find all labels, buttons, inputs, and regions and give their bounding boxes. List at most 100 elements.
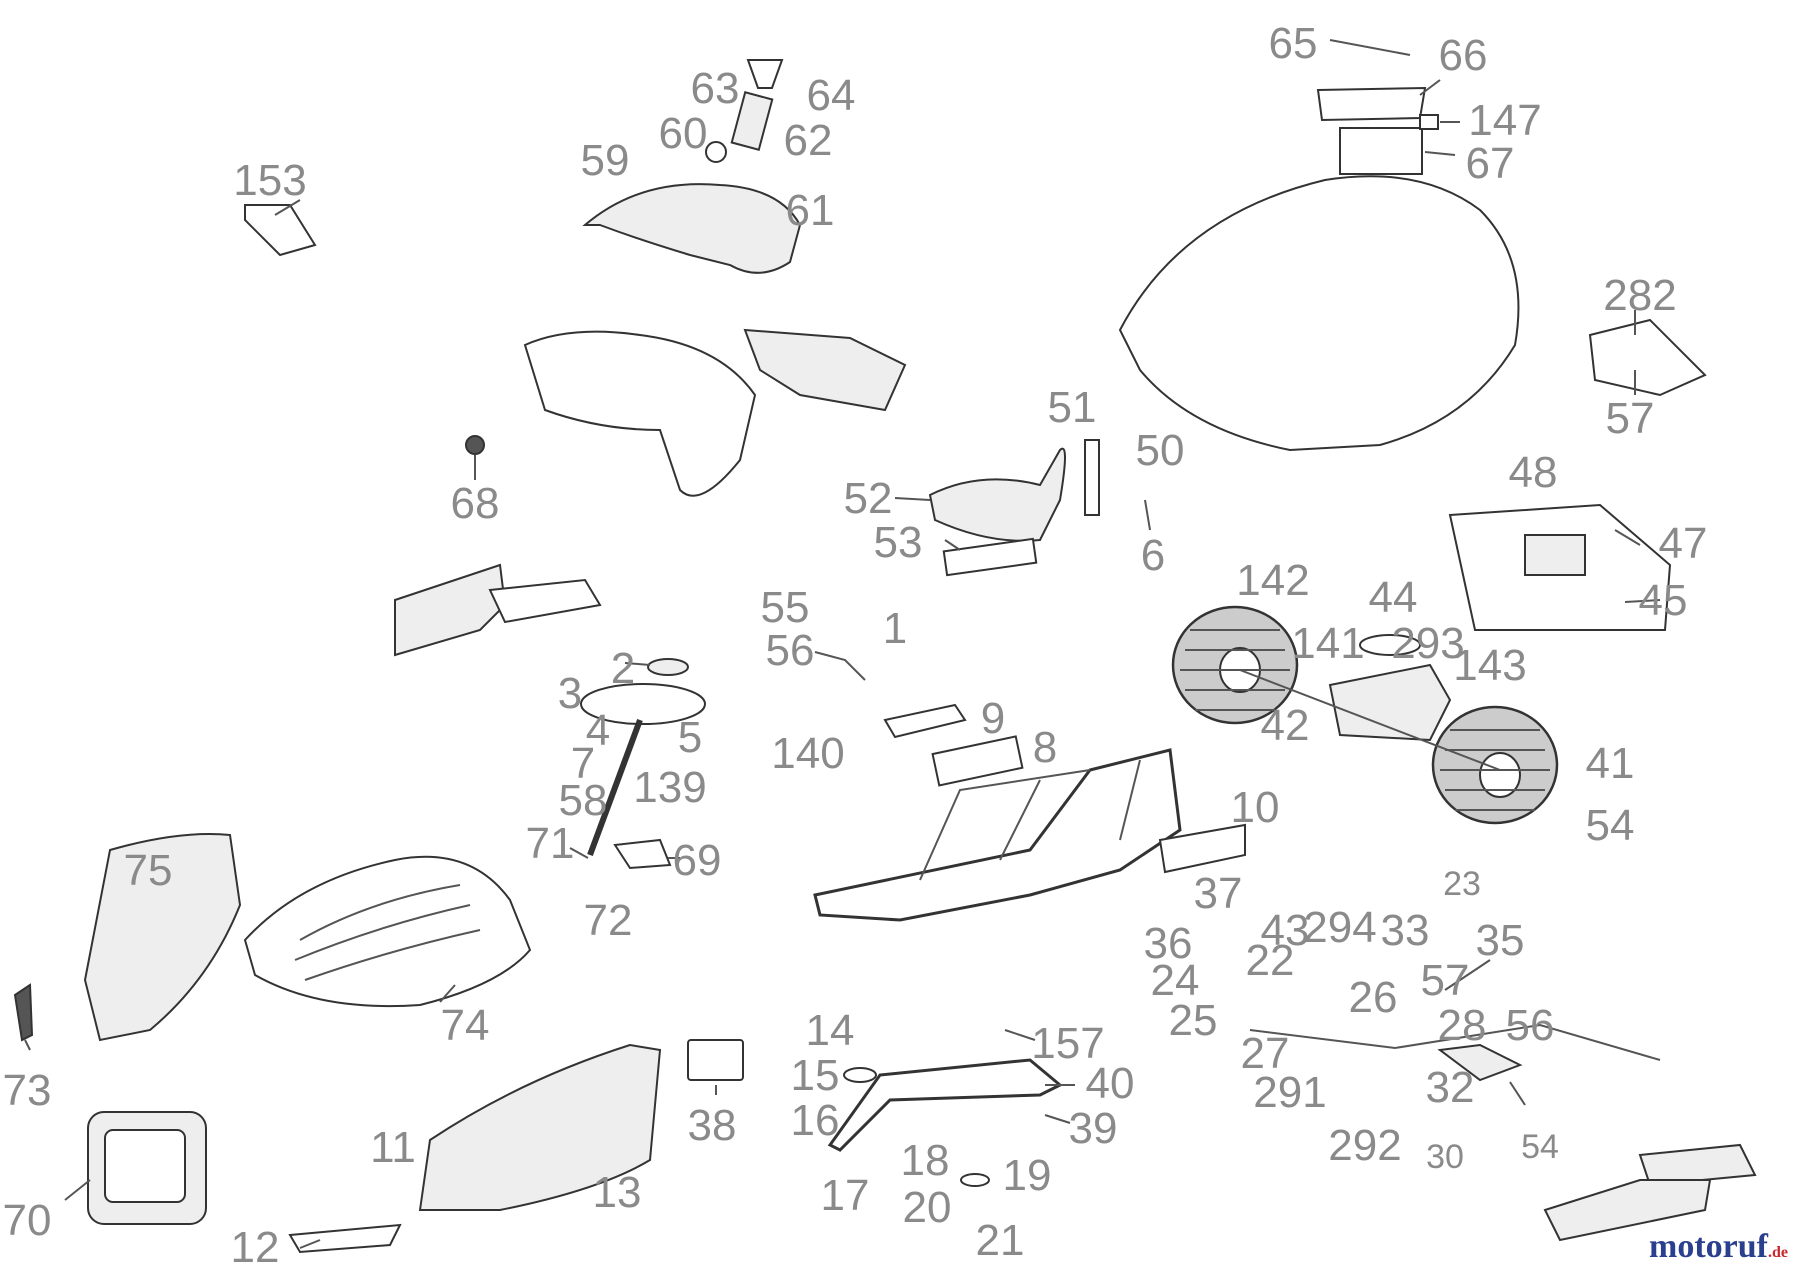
- part-75-inner: [104, 1129, 186, 1203]
- leader-53: [944, 539, 961, 551]
- label-38: 43: [1261, 906, 1310, 955]
- label-74: 11: [370, 1123, 416, 1172]
- label-40: 36: [1144, 919, 1193, 968]
- leader-153: [274, 199, 301, 216]
- part-72-shape: [13, 983, 34, 1042]
- leader-292: [1509, 1081, 1526, 1106]
- part-45-window: [1524, 534, 1586, 576]
- label-140: 10: [1231, 783, 1280, 832]
- leader-lines: [24, 39, 1661, 1249]
- hood-stripes: [294, 884, 481, 981]
- label-41-mid: 139: [633, 763, 706, 812]
- part-282-shape: [1588, 318, 1707, 397]
- part-14-belt-shape: [827, 1058, 1063, 1152]
- label-72: 73: [3, 1066, 52, 1115]
- part-147-shape: [1419, 114, 1439, 130]
- hood-shape: [243, 855, 532, 1008]
- leader-75: [64, 1179, 91, 1201]
- part-63-shape: [730, 91, 774, 151]
- leader-65: [1329, 39, 1411, 56]
- label-282: 282: [1603, 271, 1676, 320]
- label-32: 56: [1506, 1001, 1555, 1050]
- label-37: 294: [1303, 903, 1376, 952]
- label-10: 72: [584, 896, 633, 945]
- label-3: 4: [586, 706, 610, 755]
- leader-52: [894, 497, 931, 501]
- part-139-shape: [883, 703, 967, 739]
- label-14: 17: [821, 1171, 870, 1220]
- label-28: 32: [1426, 1063, 1475, 1112]
- label-22: 24: [1151, 956, 1200, 1005]
- label-25: 27: [1241, 1029, 1290, 1078]
- leader-67: [1424, 151, 1456, 156]
- label-11: 14: [806, 1006, 855, 1055]
- label-292: 54: [1521, 1128, 1559, 1166]
- label-70: 13: [593, 1168, 642, 1217]
- label-51: 51: [1048, 383, 1097, 432]
- leader-19: [1004, 1029, 1036, 1041]
- rear-guard-shape: [1638, 1143, 1757, 1187]
- label-73: 12: [231, 1223, 280, 1272]
- label-39: 37: [1194, 869, 1243, 918]
- label-143: 141: [1291, 619, 1364, 668]
- label-12: 15: [791, 1051, 840, 1100]
- leader-6a: [1144, 499, 1151, 531]
- label-71: 75: [124, 846, 173, 895]
- part-number-labels: 153 63 64 60 62 59 61 65 66 147 67 282 5…: [3, 19, 1708, 1272]
- label-4: 5: [678, 713, 702, 762]
- label-61: 61: [786, 186, 835, 235]
- label-57-mid: 9: [981, 694, 1005, 743]
- label-52: 52: [844, 474, 893, 523]
- label-36: 33: [1381, 906, 1430, 955]
- label-142: 142: [1236, 556, 1309, 605]
- part-153-shape: [244, 204, 317, 257]
- label-42: 41: [1586, 739, 1635, 788]
- seat-shape: [928, 447, 1066, 542]
- leader-45: [1624, 599, 1661, 603]
- chassis-frame-shape: [813, 748, 1182, 922]
- rear-tire-left-tread: [1180, 629, 1290, 711]
- label-66: 66: [1439, 31, 1488, 80]
- leader-73: [299, 1239, 321, 1249]
- label-47: 47: [1659, 519, 1708, 568]
- part-58-plate: [931, 735, 1024, 787]
- label-60: 60: [659, 109, 708, 158]
- label-16: 19: [1003, 1151, 1052, 1200]
- label-147: 147: [1468, 96, 1541, 145]
- label-139: 140: [771, 729, 844, 778]
- part-140-plate: [1158, 823, 1246, 874]
- label-58: 8: [1033, 723, 1057, 772]
- label-1: 2: [611, 644, 635, 693]
- label-141: 42: [1261, 701, 1310, 750]
- part-32-shape: [1437, 1043, 1523, 1082]
- leader-55: [814, 651, 866, 681]
- label-26: 291: [1253, 1068, 1326, 1117]
- label-41-right: 54: [1586, 801, 1635, 850]
- label-19: 157: [1031, 1019, 1104, 1068]
- label-68: 68: [451, 479, 500, 528]
- watermark-tld: .de: [1768, 1244, 1788, 1261]
- label-50: 50: [1136, 426, 1185, 475]
- leader-72: [24, 1039, 31, 1051]
- label-33: 35: [1476, 916, 1525, 965]
- label-45: 45: [1639, 576, 1688, 625]
- label-59: 59: [581, 136, 630, 185]
- label-63: 63: [691, 64, 740, 113]
- part-drawings: [13, 59, 1757, 1254]
- part-64-shape: [746, 59, 784, 89]
- leader-9: [569, 847, 589, 859]
- label-2: 3: [558, 669, 582, 718]
- rear-deflector-shape: [1543, 1179, 1712, 1242]
- label-64: 64: [807, 71, 856, 120]
- leader-33: [1444, 959, 1491, 991]
- label-44: 44: [1369, 573, 1418, 622]
- label-53: 53: [874, 518, 923, 567]
- part-8-shape: [613, 838, 672, 870]
- rear-tire-right-tread: [1440, 729, 1550, 811]
- label-7: 58: [559, 776, 608, 825]
- part-1-shape: [647, 658, 689, 676]
- leader-47: [1614, 529, 1641, 546]
- rear-fender-shape: [1118, 175, 1520, 452]
- seat-plate-shape: [942, 537, 1038, 577]
